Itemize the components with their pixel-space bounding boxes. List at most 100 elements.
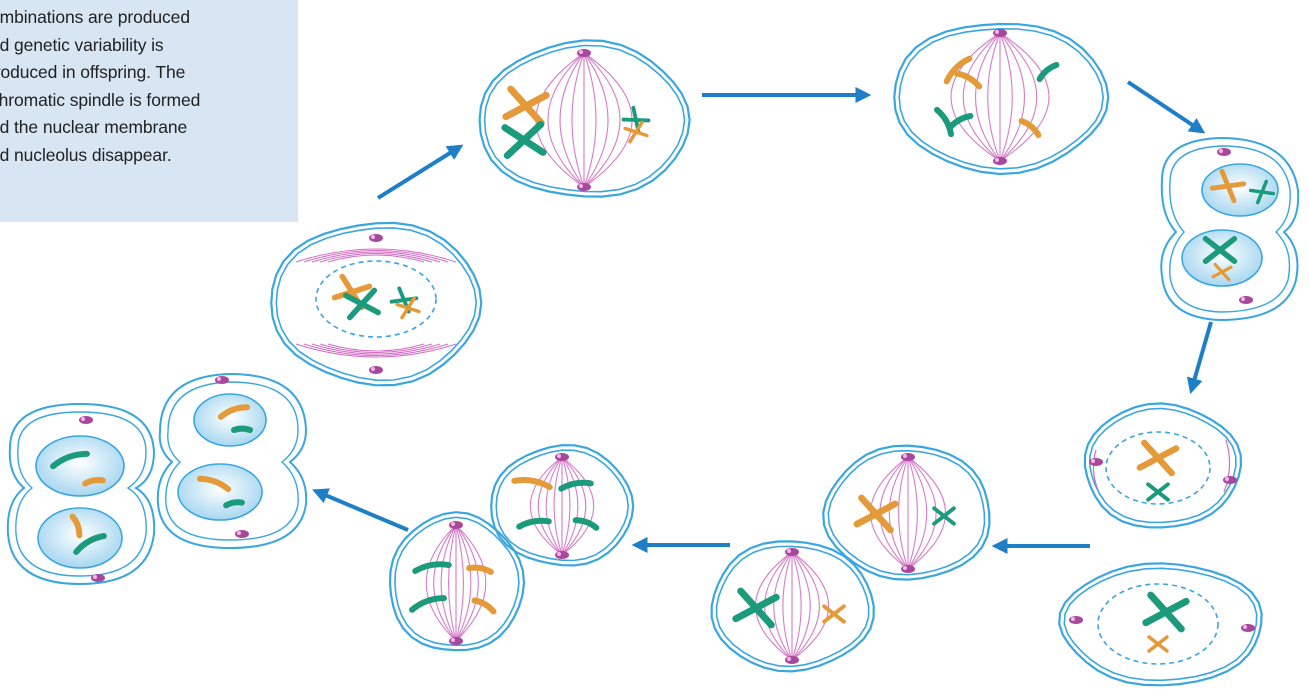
spindle-fiber [425, 524, 457, 642]
chromosome-rod [471, 597, 497, 615]
chromosome-x [1209, 168, 1247, 204]
centrosome [369, 234, 383, 242]
centrosome [577, 183, 591, 191]
chromatid [853, 500, 899, 528]
chromosome-rod [934, 106, 954, 138]
centrosome [901, 565, 915, 573]
cell-prophase-1-spindle [295, 248, 457, 358]
centrosome [901, 453, 915, 461]
chromatid [1211, 265, 1233, 279]
cell-anaphase-2-bottom-spindle [425, 524, 487, 642]
cell-prophase-2-top [1083, 402, 1243, 529]
chromatid [217, 404, 251, 420]
centriole [903, 454, 907, 458]
chromatid [932, 506, 956, 526]
cell-prophase-2-bottom-outer-membrane [1058, 562, 1263, 687]
spindle-fiber [950, 32, 1001, 162]
spindle-fiber [433, 524, 457, 642]
chromosome-rod [1018, 117, 1042, 139]
chromatid [50, 450, 90, 470]
centrosome [215, 376, 229, 384]
chromatid [412, 561, 452, 574]
chromosome-x [853, 494, 899, 534]
chromatid [231, 425, 253, 433]
cell-prophase-1-nuclear-envelope [315, 260, 437, 338]
cell-metaphase-2-top-membrane [827, 449, 986, 576]
chromosome-rod [558, 479, 594, 492]
cell-anaphase-1 [893, 22, 1110, 176]
centriole [371, 367, 375, 371]
chromosome-x [343, 287, 381, 321]
chromosome-x [395, 296, 421, 320]
centriole [1219, 149, 1223, 153]
centriole [1243, 625, 1247, 629]
cell-prophase-2-bottom [1058, 562, 1263, 687]
spindle-fiber [999, 32, 1025, 162]
chromatid [1147, 635, 1169, 653]
chromatid [471, 597, 497, 615]
cell-anaphase-2-bottom-outer-membrane [388, 511, 526, 652]
spindle-fiber [547, 52, 585, 188]
chromosome-rod [466, 564, 494, 575]
centrosome [449, 637, 463, 645]
cell-telophase-2-left-top-nucleus [35, 435, 125, 497]
centrosome [1241, 624, 1255, 632]
chromosome-rod [217, 404, 251, 420]
centriole [81, 417, 85, 421]
chromatid [502, 91, 550, 121]
chromosome-x [1248, 179, 1276, 205]
spindle-fiber [553, 456, 563, 556]
spindle-fiber [311, 251, 441, 263]
cell-prophase-2-top-outer-membrane [1083, 402, 1243, 529]
chromatid [572, 517, 600, 531]
chromatid [346, 287, 378, 321]
cell-telophase-1 [1160, 136, 1300, 322]
centriole [237, 531, 241, 535]
cell-prophase-1-membrane [275, 227, 478, 382]
arrow-7 [312, 488, 409, 532]
spindle-fiber [999, 32, 1013, 162]
centriole [995, 30, 999, 34]
chromosome-rod [412, 561, 452, 574]
centriole [371, 235, 375, 239]
spindle-fiber [907, 456, 918, 570]
spindle-fiber [537, 456, 563, 556]
chromatid [503, 120, 545, 160]
chromosome-x [502, 85, 550, 127]
centrosome [785, 656, 799, 664]
cell-telophase-2-right-bottom-nucleus [177, 463, 263, 521]
chromatid [223, 499, 245, 509]
spindle-fiber [791, 551, 811, 661]
chromosome-x [732, 587, 780, 629]
cell-anaphase-1-outer-membrane [893, 22, 1110, 176]
chromosome-x [501, 120, 547, 160]
spindle-fiber [327, 343, 425, 352]
centrosome [1217, 148, 1231, 156]
chromatid [953, 70, 983, 90]
cell-metaphase-2-bottom-outer-membrane [710, 540, 875, 673]
centriole [93, 575, 97, 579]
stage-arrows [312, 80, 1213, 554]
centrosome [1069, 616, 1083, 624]
chromatid [400, 296, 416, 320]
chromosome-x [623, 120, 649, 144]
centriole [903, 566, 907, 570]
cell-telophase-2-left [6, 402, 156, 586]
chromatid [621, 117, 651, 123]
chromatid [466, 564, 494, 575]
cell-metaphase-2-bottom [710, 540, 875, 673]
spindle-fiber [898, 456, 909, 570]
centriole [451, 638, 455, 642]
chromosome-rod [196, 475, 232, 493]
spindle-fiber [561, 456, 595, 556]
spindle-fiber [303, 343, 449, 356]
cell-metaphase-1-membrane [483, 44, 686, 193]
cell-metaphase-1-outer-membrane [478, 39, 691, 198]
chromatid [409, 595, 447, 613]
spindle-fiber [975, 32, 1001, 162]
spindle-fiber [455, 524, 472, 642]
caption-text: ombinations are produced nd genetic vari… [0, 7, 201, 165]
centrosome [577, 49, 591, 57]
spindle-fiber [999, 32, 1050, 162]
arrow-4 [1186, 321, 1213, 395]
